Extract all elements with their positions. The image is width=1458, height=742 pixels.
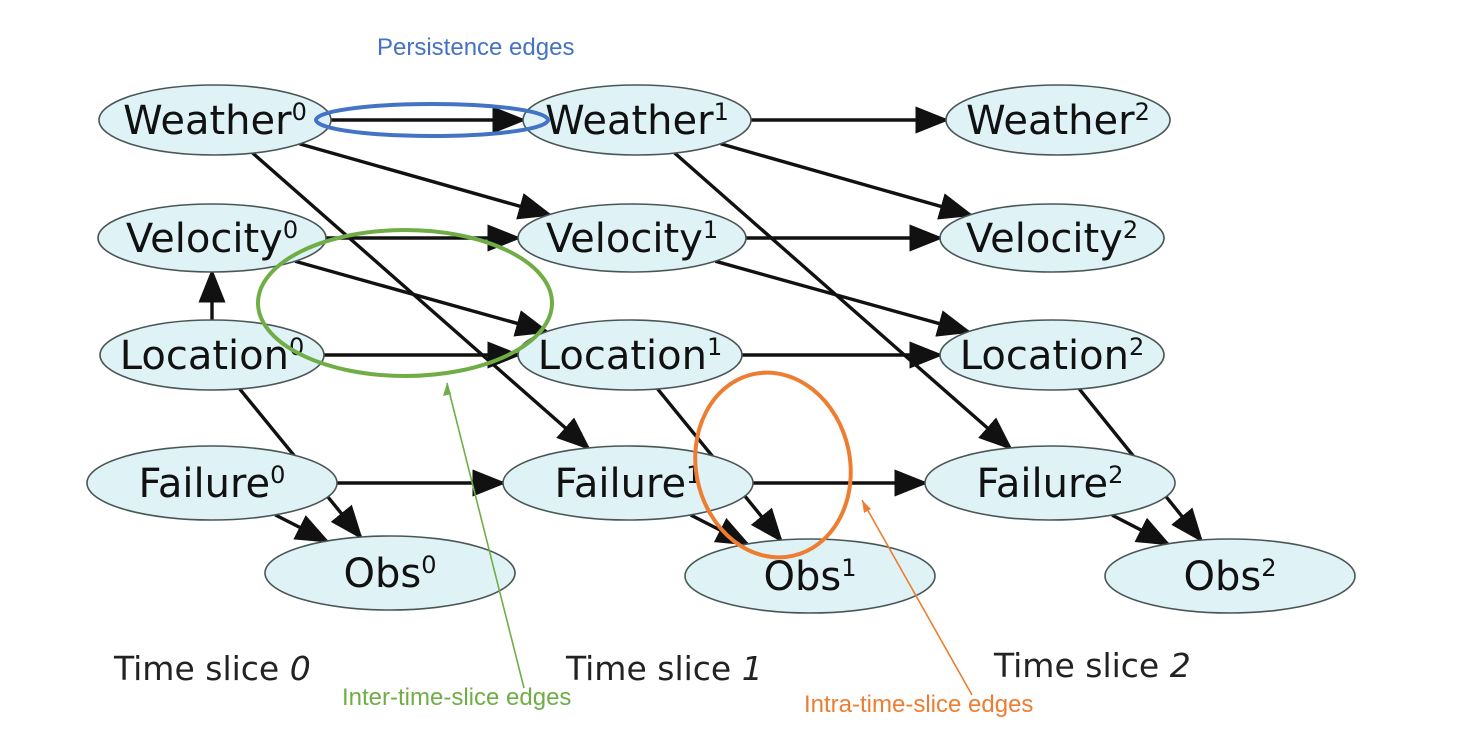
node-shape [502,445,754,521]
time-slice-1-label: Time slice 1 [565,649,763,688]
node-velocity0: Velocity0 [97,203,327,273]
inter-callout-pointer-tip [443,383,451,396]
node-label: Failure1 [555,461,702,507]
edges-layer [198,106,1204,546]
node-label: Failure2 [977,461,1124,507]
time-slice-0-label: Time slice 0 [113,649,311,688]
node-shape [99,319,325,391]
node-label: Weather0 [123,98,307,144]
edge-weather1-to-velocity2 [720,142,974,220]
node-velocity2: Velocity2 [939,203,1165,273]
node-shape [945,84,1171,156]
node-failure1: Failure1 [502,445,754,521]
node-label: Location1 [538,333,722,379]
node-shape [98,84,332,156]
node-shape [264,535,516,611]
node-label: Weather1 [545,98,729,144]
node-weather0: Weather0 [98,84,332,156]
node-shape [939,203,1165,273]
node-shape [517,203,747,273]
node-label: Velocity1 [546,216,718,262]
edge-weather0-to-velocity1 [299,142,553,220]
inter-slice-edges-ring [256,228,554,378]
node-shape [939,319,1165,391]
inter-callout-pointer [446,382,525,689]
node-shape [684,538,936,614]
node-shape [1104,538,1356,614]
node-failure2: Failure2 [924,445,1176,521]
intra-slice-edges-ring [693,370,853,560]
node-obs2: Obs2 [1104,538,1356,614]
inter-slice-edges-label: Inter-time-slice edges [342,684,571,711]
node-label: Failure0 [139,461,286,507]
node-location1: Location1 [517,319,743,391]
node-shape [86,445,338,521]
node-label: Obs0 [344,551,437,597]
edge-velocity1-to-location2 [714,259,972,337]
node-label: Velocity0 [126,216,298,262]
node-label: Location2 [960,333,1144,379]
edge-weather0-to-failure1 [251,151,591,451]
node-label: Velocity2 [966,216,1138,262]
intra-slice-edges-label: Intra-time-slice edges [804,691,1033,718]
node-shape [517,319,743,391]
persistence-edges-label: Persistence edges [377,34,574,61]
edge-velocity0-to-location1 [294,259,550,337]
edge-failure0-to-obs0 [274,513,330,543]
intra-callout-pointer [861,499,973,696]
node-failure0: Failure0 [86,445,338,521]
node-label: Obs1 [764,554,857,600]
node-shape [924,445,1176,521]
node-weather2: Weather2 [945,84,1171,156]
node-shape [522,84,752,156]
node-shape [97,203,327,273]
time-slice-2-label: Time slice 2 [993,646,1191,685]
edge-failure2-to-obs2 [1111,513,1171,546]
persistence-edges-ring [314,102,550,138]
node-obs1: Obs1 [684,538,936,614]
node-obs0: Obs0 [264,535,516,611]
node-velocity1: Velocity1 [517,203,747,273]
node-label: Obs2 [1184,554,1277,600]
edge-failure1-to-obs1 [689,513,751,546]
edge-weather1-to-failure2 [673,151,1013,451]
node-label: Location0 [120,333,304,379]
node-weather1: Weather1 [522,84,752,156]
node-location2: Location2 [939,319,1165,391]
node-location0: Location0 [99,319,325,391]
intra-callout-pointer-tip [862,500,871,513]
node-label: Weather2 [966,98,1150,144]
